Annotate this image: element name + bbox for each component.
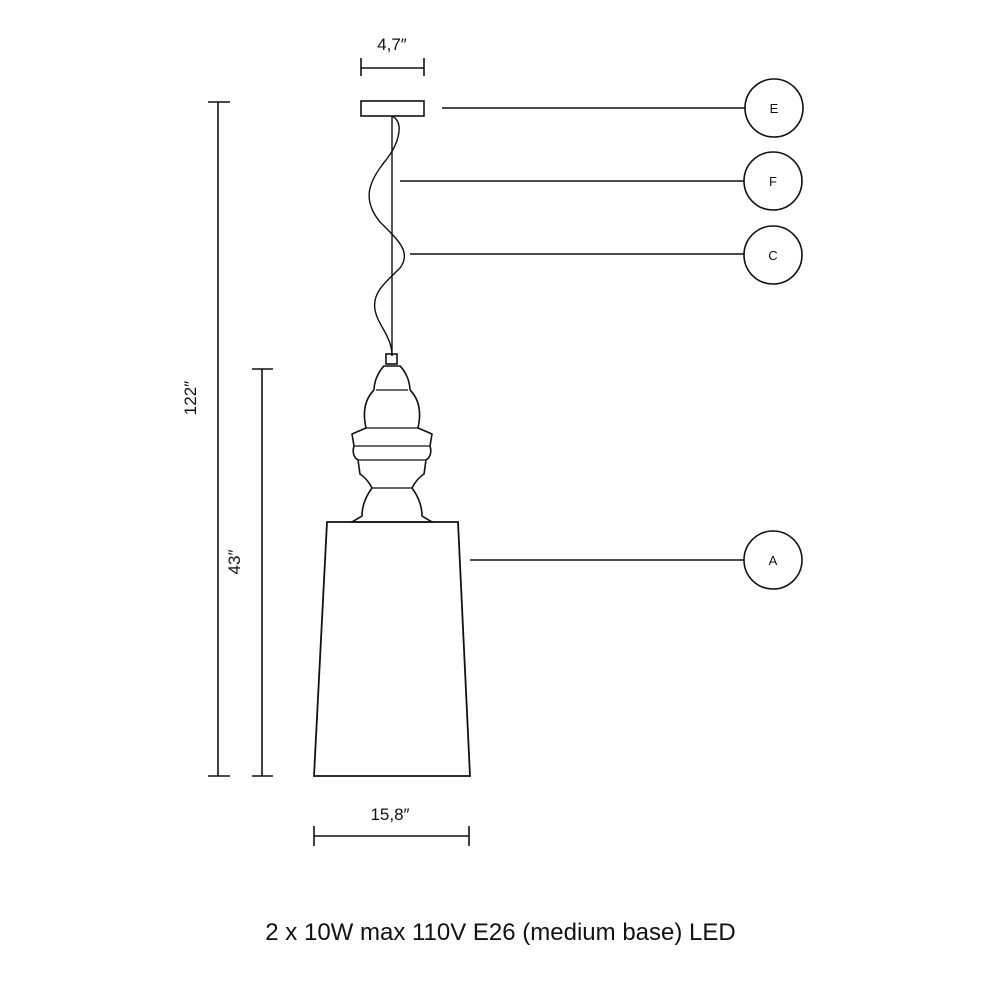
callout-label-a: A: [769, 553, 778, 568]
ceiling-canopy: [360, 100, 425, 117]
callout-circle-a: [743, 530, 803, 590]
callout-circle-f: [743, 151, 803, 211]
callout-circle-c: [743, 225, 803, 285]
callout-circle-e: [744, 78, 804, 138]
canopy-width-label: 4,7″: [377, 35, 407, 54]
canopy-width-dimension: [360, 58, 425, 76]
lamp-shade: [313, 521, 471, 777]
power-cord: [368, 115, 406, 357]
callout-label-f: F: [769, 174, 777, 189]
total-height-label: 122″: [181, 381, 200, 415]
lamp-height-dimension: [252, 368, 273, 777]
socket-cap: [385, 353, 398, 365]
callout-label-c: C: [768, 248, 777, 263]
total-height-dimension: [208, 101, 230, 777]
body-ring-lines: [354, 389, 430, 489]
callout-label-e: E: [770, 101, 779, 116]
shade-width-label: 15,8″: [370, 805, 409, 824]
lamp-height-label: 43″: [225, 550, 244, 575]
spec-text: 2 x 10W max 110V E26 (medium base) LED: [265, 919, 736, 946]
shade-width-dimension: [313, 826, 470, 846]
